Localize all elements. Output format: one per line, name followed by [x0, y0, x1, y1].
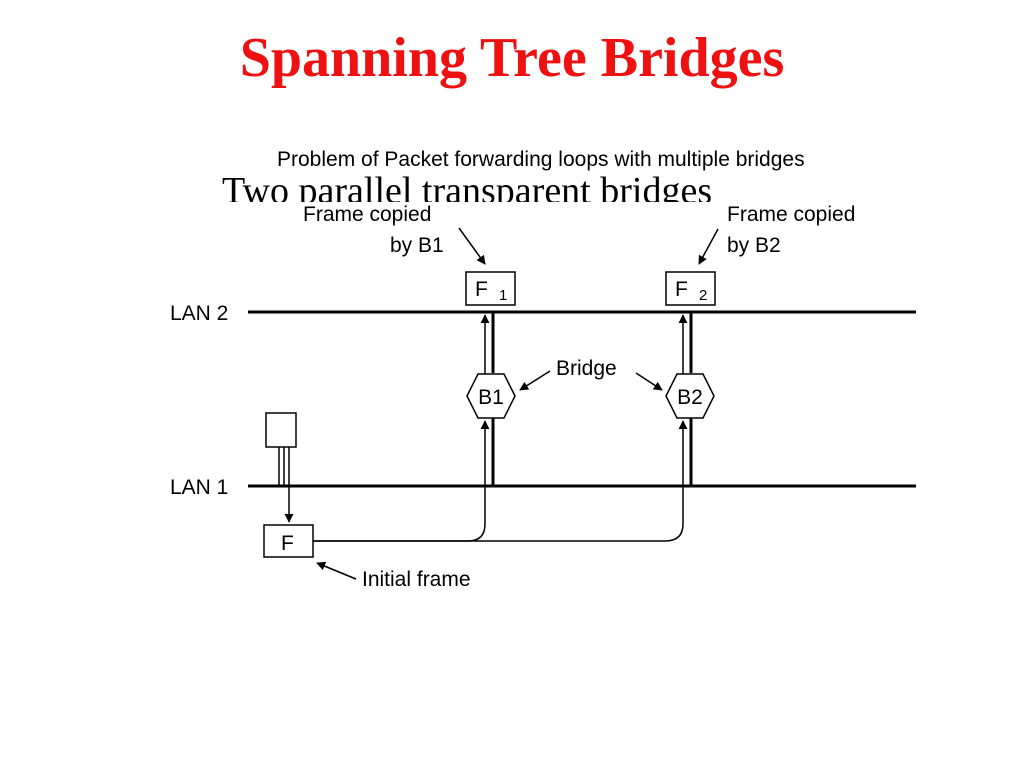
initial-frame-label: Initial frame [362, 568, 471, 591]
initial-frame-pointer [316, 561, 357, 580]
frame-copy-f1-main: F [475, 278, 488, 301]
lan1-label: LAN 1 [170, 476, 228, 499]
hidden-heading: Two parallel transparent bridges [222, 171, 713, 202]
b2-copy-note-line2: by B2 [727, 234, 781, 257]
bridge-b2-hexagon [665, 373, 715, 419]
station-box [265, 412, 297, 448]
frame-copy-f1-box [465, 271, 516, 306]
initial-frame-letter: F [281, 532, 294, 555]
b2-copy-pointer [698, 228, 719, 265]
bridge-label: Bridge [556, 357, 617, 380]
bridge-b2-label: B2 [677, 386, 703, 409]
b1-copy-note-line2: by B1 [390, 234, 444, 257]
frame-copy-f2-main: F [675, 278, 688, 301]
b2-copy-note-line1: Frame copied [727, 203, 855, 226]
frame-copy-f1-sub: 1 [499, 287, 507, 304]
frame-path-to-b1 [313, 420, 490, 542]
slide-title: Spanning Tree Bridges [239, 27, 785, 89]
b1-copy-note-line1: Frame copied [303, 203, 431, 226]
b1-copy-pointer [458, 227, 486, 265]
bridge-b1-label: B1 [478, 386, 504, 409]
slide-subtitle: Problem of Packet forwarding loops with … [277, 148, 805, 171]
frame-path-to-b2 [313, 420, 688, 542]
bridge-b1-hexagon [466, 373, 516, 419]
bridge-pointer-b1 [519, 370, 551, 391]
lan2-label: LAN 2 [170, 302, 228, 325]
frame-copy-f2-box [665, 271, 716, 306]
bridge-pointer-b2 [635, 372, 663, 391]
frame-copy-f2-sub: 2 [699, 287, 707, 304]
initial-frame-box [263, 524, 314, 558]
